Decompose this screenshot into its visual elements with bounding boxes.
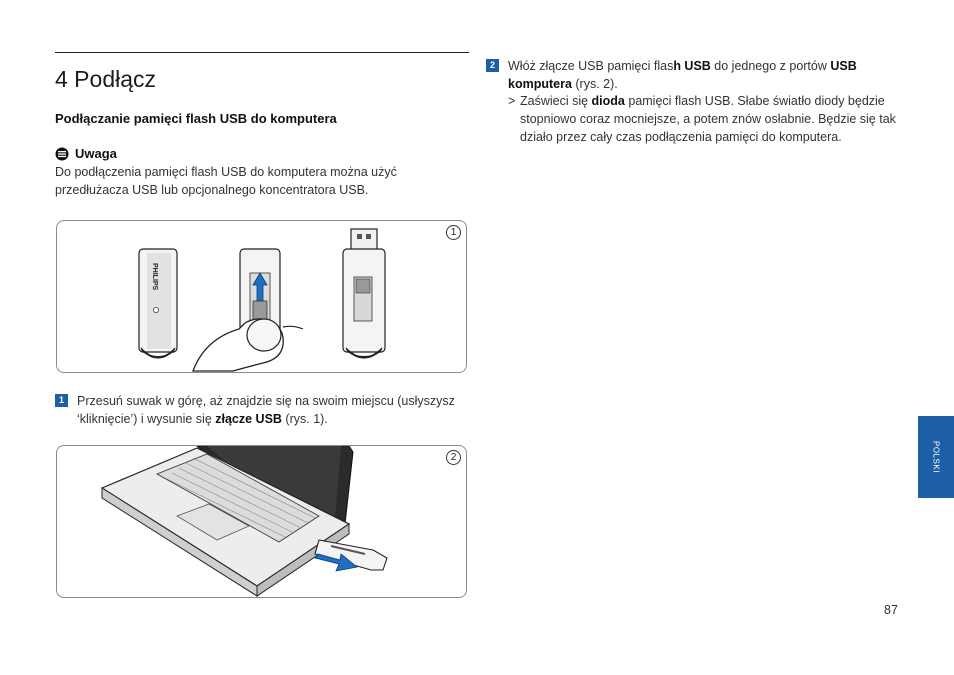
step-1: 1 Przesuń suwak w górę, aż znajdzie się … xyxy=(55,392,455,428)
step-2-text: Włóż złącze USB pamięci flash USB do jed… xyxy=(508,59,857,91)
chapter-title: 4 Podłącz xyxy=(55,66,157,92)
usb-drive-closed: PHILIPS xyxy=(138,248,178,359)
note-body: Do podłączenia pamięci flash USB do komp… xyxy=(55,165,397,197)
section-heading: Podłączanie pamięci flash USB do kompute… xyxy=(55,111,337,126)
usb-drive-slider-push xyxy=(192,248,304,372)
note-icon xyxy=(55,147,69,160)
step-2-result: > Zaświeci się dioda pamięci flash USB. … xyxy=(508,92,903,146)
page-number: 87 xyxy=(884,603,898,617)
brand-text: PHILIPS xyxy=(151,263,158,291)
step-1-text: Przesuń suwak w górę, aż znajdzie się na… xyxy=(77,394,455,426)
insert-arrow-icon xyxy=(314,553,358,572)
step-2: 2 Włóż złącze USB pamięci flash USB do j… xyxy=(486,57,896,93)
figure-2: 2 xyxy=(56,445,467,598)
usb-drive-open xyxy=(342,228,386,359)
usb-drive-illustration: PHILIPS xyxy=(138,228,386,372)
language-tab-label: POLSKI xyxy=(931,441,941,473)
language-tab: POLSKI xyxy=(918,416,954,498)
note-title: Uwaga xyxy=(75,146,117,161)
top-rule xyxy=(55,52,469,53)
figure-2-number: 2 xyxy=(446,450,461,465)
usb-stick xyxy=(314,539,388,571)
result-marker: > xyxy=(508,94,516,108)
step-2-badge: 2 xyxy=(486,59,499,72)
step-1-badge: 1 xyxy=(55,394,68,407)
laptop-illustration xyxy=(100,446,388,597)
figure-1: 1 PHILIPS xyxy=(56,220,467,373)
figure-1-number: 1 xyxy=(446,225,461,240)
result-text: Zaświeci się dioda pamięci flash USB. Sł… xyxy=(520,94,896,144)
note-heading: Uwaga xyxy=(55,146,117,161)
